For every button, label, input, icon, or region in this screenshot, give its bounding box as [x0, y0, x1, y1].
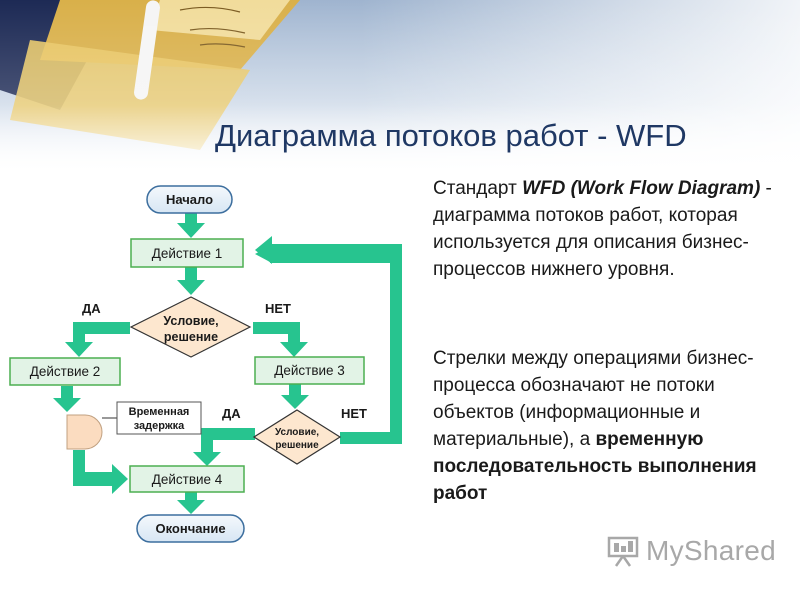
p2-lead: Стрелки между операциями бизнес-процесса… [433, 348, 754, 450]
end-label: Окончание [155, 521, 225, 536]
condition1-label-line1: Условие, [163, 314, 218, 328]
action4-box: Действие 4 [129, 465, 245, 493]
yes-label-1: ДА [82, 301, 101, 316]
yes-label-2: ДА [222, 406, 241, 421]
wfd-flowchart: Начало Действие 1 Условие, решение ДА НЕ… [9, 185, 402, 543]
arrow-condition2-no-loop [255, 246, 400, 442]
page-title: Диаграмма потоков работ - WFD [215, 118, 687, 153]
watermark-text: MyShared [646, 535, 777, 566]
arrow-condition2-yes [193, 428, 255, 466]
p1-lead: Стандарт [433, 178, 523, 199]
no-label-2: НЕТ [341, 406, 367, 421]
action2-label: Действие 2 [30, 364, 101, 379]
action1-label: Действие 1 [152, 246, 223, 261]
action4-label: Действие 4 [152, 472, 223, 487]
action2-box: Действие 2 [9, 357, 121, 386]
action3-box: Действие 3 [254, 356, 365, 385]
action1-box: Действие 1 [130, 238, 244, 268]
delay-label-line2: задержка [134, 420, 185, 432]
arrow-action1-to-condition1 [177, 267, 205, 295]
condition1-diamond: Условие, решение [129, 296, 252, 358]
arrow-action3-to-condition2 [281, 384, 309, 409]
start-terminal: Начало [146, 185, 233, 214]
action3-label: Действие 3 [274, 363, 345, 378]
p2-emphasis: временную последовательность выполнения … [433, 429, 757, 504]
arrow-condition1-no [253, 322, 308, 357]
start-label: Начало [166, 192, 213, 207]
arrow-action4-to-end [177, 491, 205, 514]
header-banner-image [0, 0, 800, 175]
delay-symbol [66, 414, 117, 450]
arrow-delay-to-action4 [73, 450, 128, 494]
presentation-icon [607, 536, 639, 567]
no-label-1: НЕТ [265, 301, 291, 316]
p1-rest: - диаграмма потоков работ, которая испол… [433, 178, 772, 280]
arrow-condition1-yes [65, 322, 130, 357]
delay-callout: Временная задержка [116, 401, 202, 435]
condition2-label-line1: Условие, [275, 427, 319, 438]
end-terminal: Окончание [136, 514, 245, 543]
delay-label-line1: Временная [129, 406, 190, 418]
flow-arrows [53, 213, 400, 514]
watermark: MyShared [606, 534, 776, 568]
condition2-label-line2: решение [275, 440, 319, 451]
arrow-start-to-action1 [177, 213, 205, 238]
p1-emphasis: WFD (Work Flow Diagram) [522, 178, 761, 199]
description-paragraph-1: Стандарт WFD (Work Flow Diagram) - диагр… [433, 175, 783, 283]
arrow-action2-to-delay [53, 386, 81, 412]
condition1-label-line2: решение [164, 330, 218, 344]
condition2-diamond: Условие, решение [252, 409, 342, 465]
description-paragraph-2: Стрелки между операциями бизнес-процесса… [433, 345, 783, 507]
